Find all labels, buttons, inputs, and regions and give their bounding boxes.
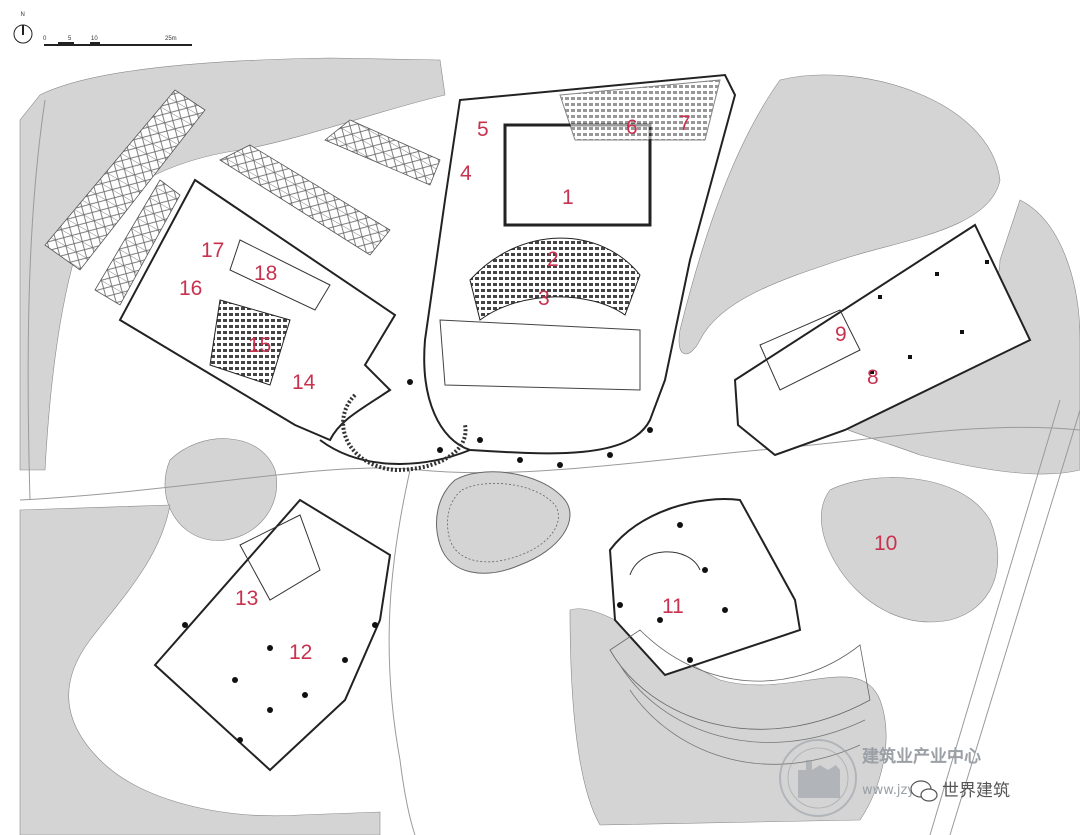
ground-north-east — [678, 74, 1001, 355]
north-letter: N — [21, 12, 25, 18]
wechat-icon — [910, 780, 938, 802]
west-spiral-stair — [341, 393, 468, 473]
label-room-4: 4 — [460, 162, 472, 185]
building-east — [733, 223, 1032, 457]
lobby-glazing — [439, 319, 641, 391]
ground-mid-west — [164, 438, 277, 541]
label-room-8: 8 — [867, 366, 879, 389]
label-room-5: 5 — [477, 118, 489, 141]
watermark-wechat-name: 世界建筑 — [942, 781, 1010, 801]
room-labels: 1 2 3 4 5 6 7 8 9 10 11 12 13 14 15 16 1… — [179, 112, 897, 664]
ground-south-west — [19, 504, 381, 835]
scale-tick-10: 10 — [91, 36, 98, 42]
scale-tick-0: 0 — [43, 36, 47, 42]
south-west-columns — [182, 622, 378, 743]
scale-bar: 0 5 10 25m — [43, 36, 192, 46]
label-room-14: 14 — [292, 371, 316, 394]
label-room-1: 1 — [562, 186, 574, 209]
west-hall-seating — [209, 299, 291, 386]
west-rooms — [229, 239, 331, 311]
label-room-7: 7 — [679, 112, 691, 135]
building-south-west — [153, 498, 392, 772]
watermark-title: 建筑业产业中心 — [862, 746, 981, 767]
canopy-north-east — [324, 119, 441, 186]
north-arrow-icon: N — [13, 12, 33, 44]
south-amphitheatre — [609, 629, 871, 730]
watermark-url: www.jzy — [862, 783, 915, 798]
label-room-18: 18 — [254, 262, 277, 285]
building-theatre — [319, 73, 737, 468]
ground-south-east — [820, 477, 999, 623]
theatre-columns — [407, 379, 653, 468]
label-room-2: 2 — [547, 248, 559, 271]
south-spiral — [629, 551, 701, 576]
scale-tick-5: 5 — [68, 36, 72, 42]
canopy-west — [44, 89, 206, 271]
canopy-north — [219, 144, 391, 256]
label-room-11: 11 — [662, 595, 684, 618]
label-room-12: 12 — [289, 641, 312, 664]
label-room-15: 15 — [248, 334, 271, 357]
building-south — [608, 498, 871, 765]
label-room-16: 16 — [179, 277, 202, 300]
label-room-13: 13 — [235, 587, 258, 610]
north-wing-rooms — [559, 79, 721, 141]
stage-hall — [503, 123, 652, 227]
seal-icon — [779, 739, 857, 817]
central-mound — [436, 471, 571, 574]
east-rooms — [759, 309, 861, 391]
label-room-10: 10 — [874, 532, 897, 555]
south-west-rooms — [239, 514, 321, 601]
paths — [19, 99, 1080, 835]
label-room-3: 3 — [538, 287, 550, 310]
auditorium-seating — [469, 237, 641, 321]
label-room-17: 17 — [201, 239, 224, 262]
label-room-6: 6 — [626, 116, 638, 139]
theatre-curved-facade — [319, 439, 471, 465]
watermark: 建筑业产业中心 www.jzy 世界建筑 — [779, 739, 1010, 817]
label-room-9: 9 — [835, 323, 847, 346]
south-columns — [617, 522, 728, 663]
east-columns — [870, 260, 989, 374]
canopy-north-west-2 — [94, 179, 181, 306]
truss-canopies — [44, 89, 441, 306]
building-west — [118, 178, 468, 473]
scale-tick-25m: 25m — [165, 36, 177, 42]
